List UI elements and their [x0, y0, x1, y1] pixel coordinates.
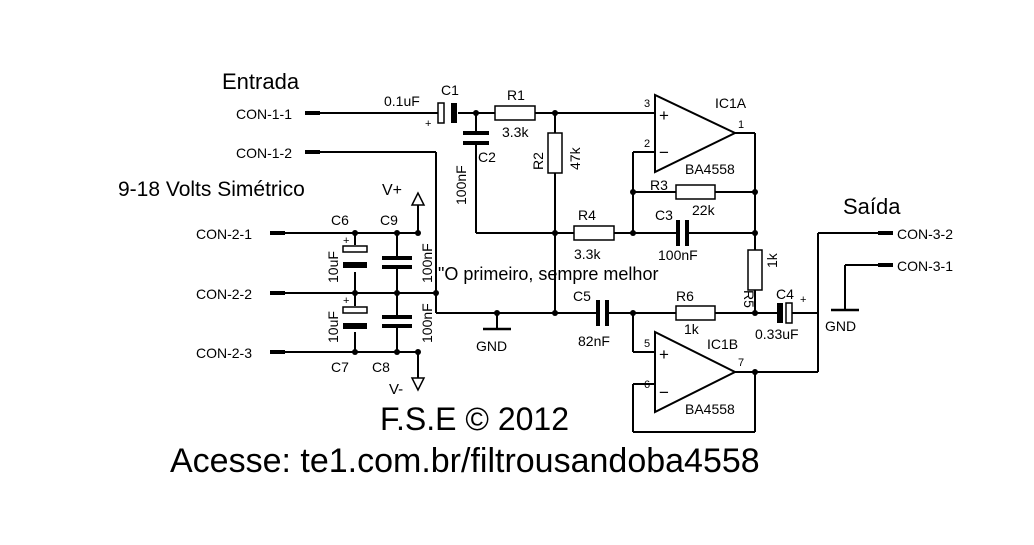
label-supply: 9-18 Volts Simétrico: [118, 178, 305, 201]
capacitor-c7: [342, 306, 368, 329]
label-con-2-2: CON-2-2: [196, 286, 252, 302]
label-r4-value: 3.3k: [574, 246, 601, 262]
opamp-ic1b: [654, 330, 738, 414]
label-ic1a-plus: +: [659, 106, 669, 125]
label-c7-value: 10uF: [325, 311, 341, 343]
resistor-r5: [747, 249, 763, 291]
label-r6-ref: R6: [676, 288, 694, 304]
capacitor-c3: [676, 220, 689, 246]
resistor-r2: [547, 132, 563, 174]
label-ic1b-pin-out: 7: [738, 357, 744, 369]
label-con-2-3: CON-2-3: [196, 345, 252, 361]
label-con-2-1: CON-2-1: [196, 226, 252, 242]
label-c1-ref: C1: [441, 82, 459, 98]
vminus-arrow-icon: [410, 377, 426, 392]
label-r5-ref: R5: [741, 290, 757, 308]
label-c6-value: 10uF: [325, 251, 341, 283]
label-ic1b-pin-plus: 5: [644, 338, 650, 350]
label-credit: F.S.E © 2012: [380, 401, 569, 437]
label-con-3-2: CON-3-2: [897, 226, 953, 242]
label-r1-value: 3.3k: [502, 124, 529, 140]
label-ic1a-ref: IC1A: [715, 95, 747, 111]
capacitor-c5: [596, 300, 609, 326]
label-ic1a-pin-plus: 3: [644, 98, 650, 110]
label-vplus: V+: [382, 182, 402, 199]
label-saida: Saída: [843, 194, 901, 219]
label-url: Acesse: te1.com.br/filtrousandoba4558: [170, 442, 760, 480]
label-ic1a-part: BA4558: [685, 161, 735, 177]
vplus-arrow-icon: [410, 191, 426, 206]
label-r4-ref: R4: [578, 207, 596, 223]
label-entrada: Entrada: [222, 69, 300, 94]
label-c8-ref: C8: [372, 359, 390, 375]
label-c3-ref: C3: [655, 207, 673, 223]
wires: [270, 112, 878, 433]
label-c2-value: 100nF: [453, 165, 469, 205]
label-r5-value: 1k: [764, 252, 780, 268]
capacitor-c8: [382, 315, 412, 328]
label-c4-value: 0.33uF: [755, 326, 799, 342]
label-c4-plus: +: [800, 294, 806, 306]
label-c2-ref: C2: [478, 149, 496, 165]
label-con-1-2: CON-1-2: [236, 145, 292, 161]
label-ic1b-minus: −: [659, 383, 669, 402]
label-c5-value: 82nF: [578, 333, 610, 349]
capacitor-c2: [463, 131, 489, 145]
label-r3-value: 22k: [692, 202, 716, 218]
label-c5-ref: C5: [573, 288, 591, 304]
label-ic1b-pin-minus: 6: [644, 379, 650, 391]
label-r6-value: 1k: [684, 321, 700, 337]
resistor-r6: [675, 305, 716, 321]
label-r2-value: 47k: [567, 146, 583, 170]
label-c8-value: 100nF: [419, 303, 435, 343]
label-ic1a-pin-minus: 2: [644, 138, 650, 150]
label-c6-ref: C6: [331, 212, 349, 228]
label-ic1a-pin-out: 1: [738, 119, 744, 131]
label-ic1b-part: BA4558: [685, 401, 735, 417]
label-c7-ref: C7: [331, 359, 349, 375]
resistor-r4: [573, 225, 615, 241]
label-r1-ref: R1: [507, 87, 525, 103]
label-c7-plus: +: [343, 295, 349, 307]
label-ic1b-plus: +: [659, 345, 669, 364]
label-quote: "O primeiro, sempre melhor: [438, 264, 658, 284]
label-c9-ref: C9: [380, 212, 398, 228]
label-r3-ref: R3: [650, 177, 668, 193]
resistor-r3: [675, 184, 716, 200]
connector-pins: [270, 111, 893, 354]
label-con-3-1: CON-3-1: [897, 258, 953, 274]
capacitor-c9: [382, 256, 412, 269]
label-c4-ref: C4: [776, 286, 794, 302]
label-ic1b-ref: IC1B: [707, 336, 738, 352]
label-ic1a-minus: −: [659, 143, 669, 162]
label-con-1-1: CON-1-1: [236, 106, 292, 122]
opamp-ic1a: [654, 93, 738, 174]
label-c1-value: 0.1uF: [384, 93, 420, 109]
label-c6-plus: +: [343, 235, 349, 247]
label-c9-value: 100nF: [419, 243, 435, 283]
label-gnd-out: GND: [825, 318, 856, 334]
junctions: [352, 110, 758, 375]
label-c1-plus: +: [425, 118, 431, 130]
capacitor-c1: [437, 102, 457, 124]
capacitor-c6: [342, 245, 368, 268]
label-gnd-mid: GND: [476, 338, 507, 354]
label-r2-ref: R2: [530, 152, 546, 170]
resistor-r1: [494, 105, 536, 121]
capacitor-c4: [777, 302, 793, 324]
label-vminus: V-: [389, 381, 403, 398]
label-c3-value: 100nF: [658, 247, 698, 263]
